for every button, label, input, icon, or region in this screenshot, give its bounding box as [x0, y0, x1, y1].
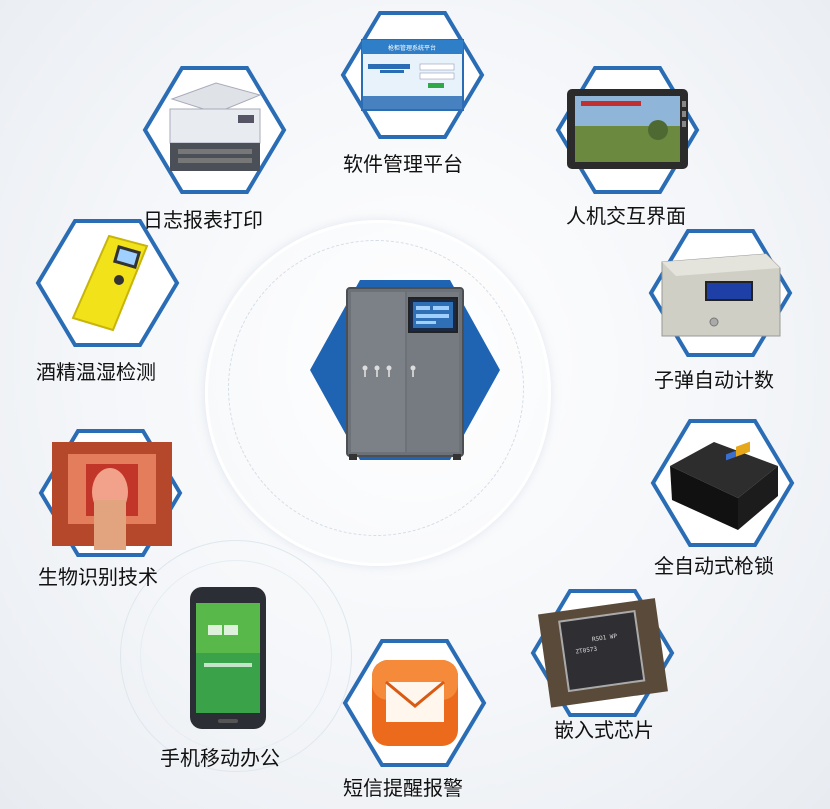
hmi-graphic — [555, 66, 700, 194]
mobile-phone-graphic — [190, 587, 266, 729]
center-ring — [205, 220, 551, 566]
mobile-office-label: 手机移动办公 — [160, 746, 280, 770]
bullet-counter-label: 子弹自动计数 — [654, 368, 774, 392]
sms-alert-graphic — [342, 639, 487, 767]
chip-text-2: ZT0573 — [575, 646, 598, 656]
gun-lock-label: 全自动式枪锁 — [654, 554, 774, 578]
biometric-graphic — [38, 429, 183, 557]
gun-lock-graphic — [650, 419, 795, 547]
software-platform-graphic: 枪柜管理系统平台 — [340, 11, 485, 139]
bullet-counter-graphic — [648, 229, 793, 357]
printer-label: 日志报表打印 — [143, 208, 263, 232]
alcohol-detector-label: 酒精温湿检测 — [36, 360, 156, 384]
center-cabinet-graphic — [310, 280, 500, 460]
biometric-label: 生物识别技术 — [38, 565, 158, 589]
phone-ring-inner — [140, 560, 332, 752]
chip-text-1: RSO1 WP — [592, 633, 618, 644]
phone-ring-outer — [120, 540, 352, 772]
hmi-label: 人机交互界面 — [566, 204, 686, 228]
software-platform-label: 软件管理平台 — [343, 152, 463, 176]
printer-graphic — [142, 66, 287, 194]
alcohol-detector-graphic — [35, 219, 180, 347]
chip-label: 嵌入式芯片 — [554, 718, 654, 742]
center-dashed-ring — [228, 240, 524, 536]
sms-alert-label: 短信提醒报警 — [343, 776, 463, 800]
chip-graphic: RSO1 WP ZT0573 — [530, 589, 675, 717]
software-screen-title: 枪柜管理系统平台 — [388, 44, 436, 52]
